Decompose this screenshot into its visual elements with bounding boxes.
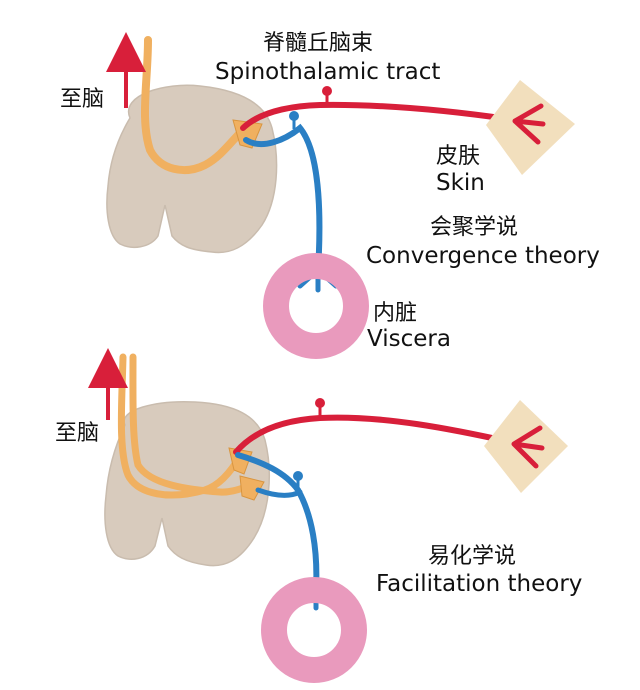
visceral-afferent: [235, 452, 320, 593]
spinal-cord-icon: [104, 401, 271, 567]
label-convergence-zh: 会聚学说: [430, 215, 518, 240]
ascending-tract: [117, 353, 244, 499]
viscera-ring-icon: [261, 577, 367, 683]
label-viscera-zh: 内脏: [373, 301, 417, 326]
somatic-afferent: [233, 414, 531, 455]
panel-convergence: 脊髓丘脑束 Spinothalamic tract 至脑 皮肤 Skin 会聚学…: [60, 31, 600, 359]
label-to-brain-1: 至脑: [60, 87, 104, 112]
label-skin-en: Skin: [436, 170, 485, 196]
label-skin-zh: 皮肤: [436, 144, 480, 169]
somatic-afferent: [240, 101, 531, 131]
visceral-collateral: [255, 487, 303, 498]
viscera-ring-icon: [263, 253, 369, 359]
label-facilitation-zh: 易化学说: [428, 544, 516, 569]
label-viscera-en: Viscera: [367, 326, 451, 352]
panel-facilitation: 至脑 易化学说 Facilitation theory: [55, 348, 582, 683]
visceral-afferent: [243, 123, 323, 275]
label-spinothalamic-zh: 脊髓丘脑束: [263, 31, 373, 56]
label-convergence-en: Convergence theory: [366, 243, 600, 269]
label-to-brain-2: 至脑: [55, 421, 99, 446]
label-facilitation-en: Facilitation theory: [376, 571, 582, 597]
ascending-tract: [129, 353, 262, 496]
ascending-tract: [140, 36, 249, 174]
skin-patch-icon: [486, 80, 575, 175]
label-spinothalamic-en: Spinothalamic tract: [215, 59, 440, 85]
